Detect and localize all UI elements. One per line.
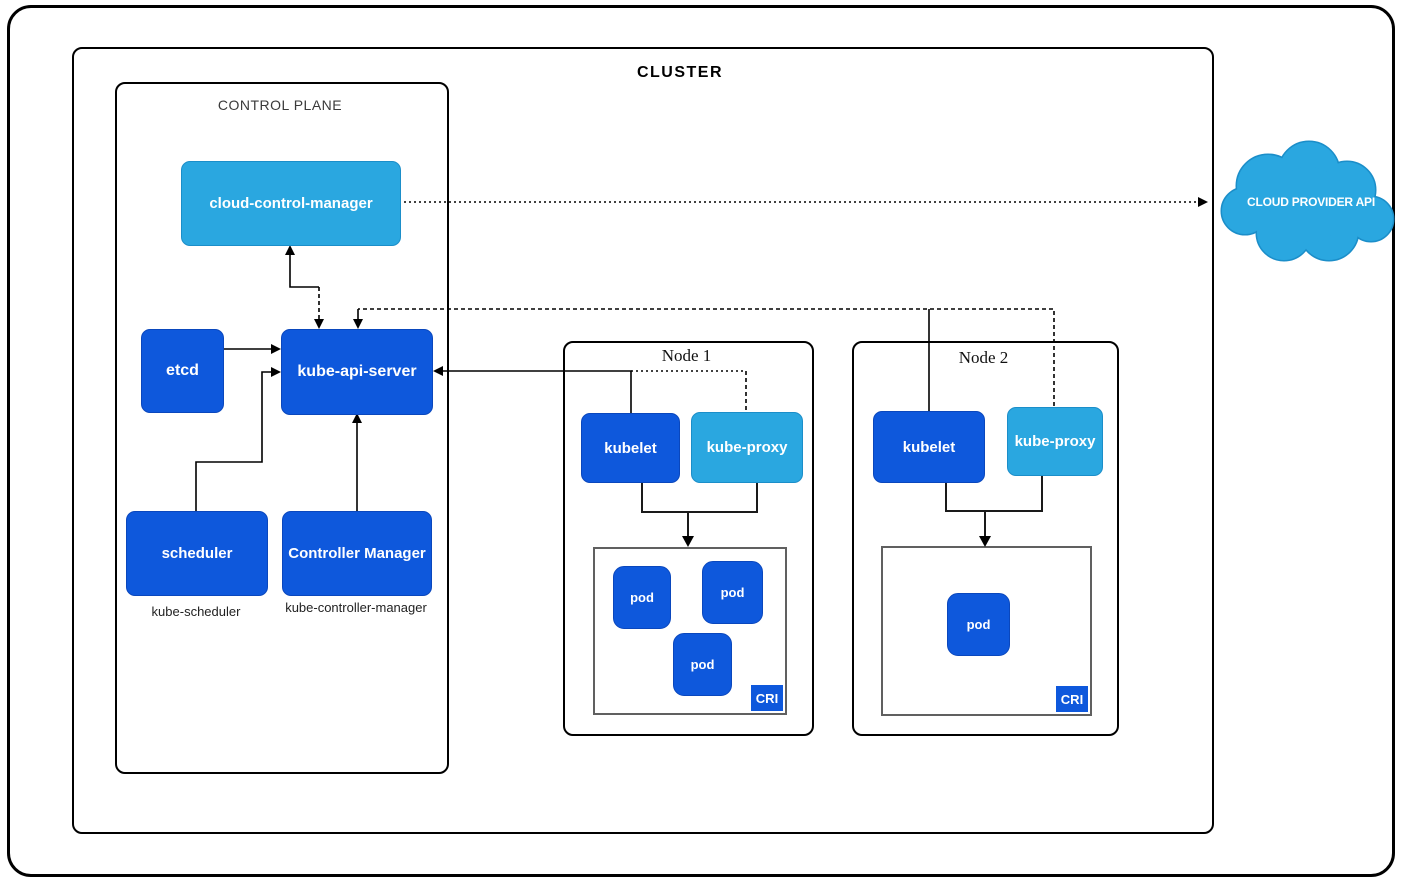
scheduler-box: scheduler — [126, 511, 268, 596]
kube-controller-manager-caption: kube-controller-manager — [285, 600, 427, 615]
node-1-pod: pod — [673, 633, 732, 696]
kube-api-server-box: kube-api-server — [281, 329, 433, 415]
node-1-cri-tag: CRI — [751, 685, 783, 711]
etcd-box: etcd — [141, 329, 224, 413]
controller-manager-box: Controller Manager — [282, 511, 432, 596]
node-2-cri-tag: CRI — [1056, 686, 1088, 712]
cluster-title: CLUSTER — [636, 64, 724, 81]
control-plane-title: CONTROL PLANE — [217, 97, 343, 113]
node-1-pod: pod — [702, 561, 763, 624]
node-2-title: Node 2 — [958, 348, 1009, 367]
node-1-kubelet-box: kubelet — [581, 413, 680, 483]
node-1-title: Node 1 — [661, 346, 712, 365]
cloud-control-manager-box: cloud-control-manager — [181, 161, 401, 246]
node-2-kubelet-box: kubelet — [873, 411, 985, 483]
cloud-provider-api-label: CLOUD PROVIDER API — [1247, 195, 1375, 209]
node-2-pod: pod — [947, 593, 1010, 656]
node-1-pod: pod — [613, 566, 671, 629]
node-2-kube-proxy-box: kube-proxy — [1007, 407, 1103, 476]
diagram-outer-frame — [7, 5, 1395, 877]
node-1-kube-proxy-box: kube-proxy — [691, 412, 803, 483]
kube-scheduler-caption: kube-scheduler — [151, 604, 241, 619]
